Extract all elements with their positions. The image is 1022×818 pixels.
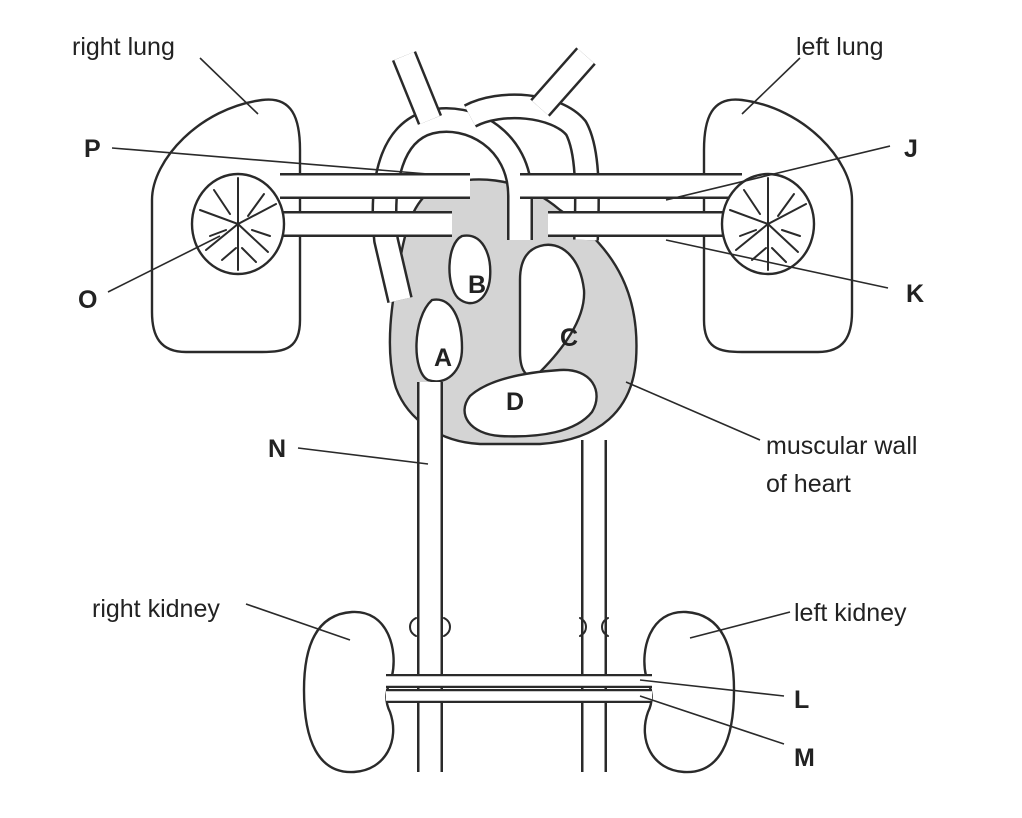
label-right-kidney: right kidney [92,595,220,623]
chamber-b [448,234,492,305]
leader-lines [107,57,891,745]
label-left-lung: left lung [796,33,884,61]
letter-l: L [794,686,809,714]
letter-k: K [906,280,924,308]
label-left-kidney: left kidney [794,599,907,627]
letter-j: J [904,135,918,163]
letter-c: C [560,324,578,352]
letter-m: M [794,744,815,772]
chamber-a [415,298,464,383]
letter-o: O [78,286,97,314]
blood-vessels [280,47,742,772]
label-muscular-wall-line1: muscular wall [766,432,917,460]
chamber-d [463,368,598,438]
right-lung-capillary-bed [190,172,286,276]
left-kidney [643,610,736,774]
label-right-lung: right lung [72,33,175,61]
letter-d: D [506,388,524,416]
letter-b: B [468,271,486,299]
label-muscular-wall-line2: of heart [766,470,851,498]
letter-p: P [84,135,101,163]
left-lung-capillary-bed [720,172,816,276]
letter-a: A [434,344,452,372]
letter-n: N [268,435,286,463]
right-kidney [302,610,395,774]
